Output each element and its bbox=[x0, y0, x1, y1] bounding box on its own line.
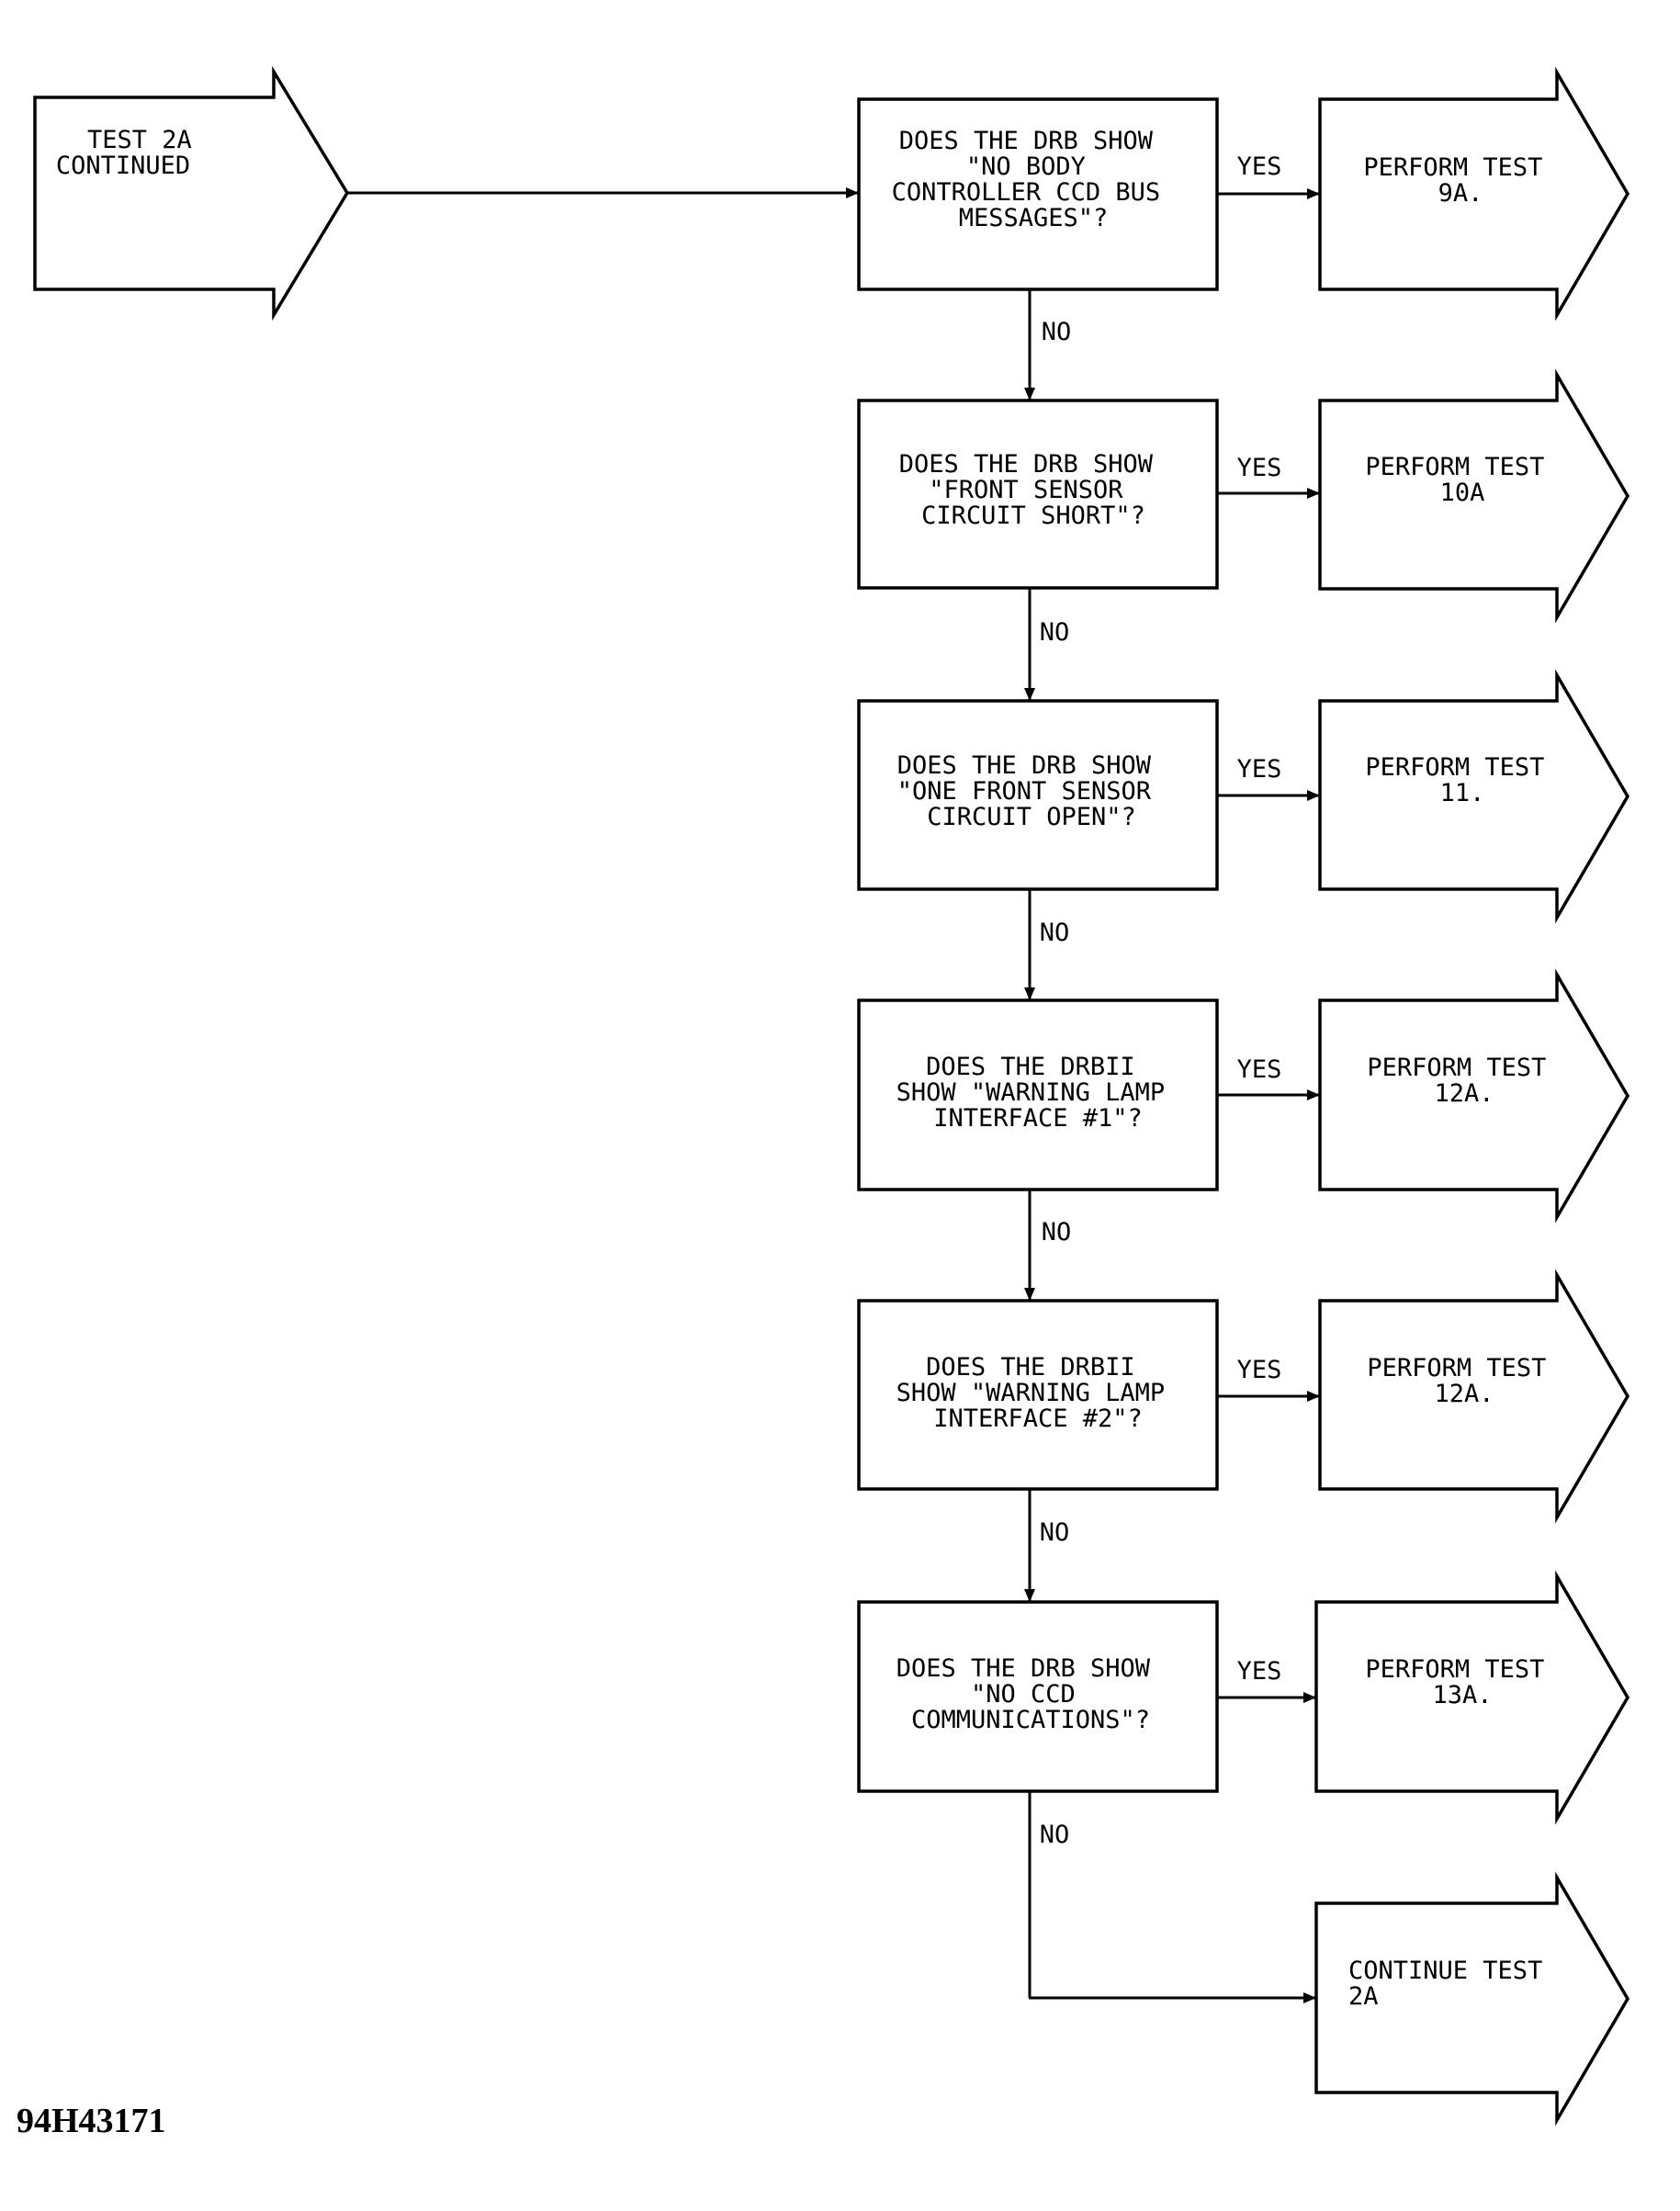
continue-arrow: CONTINUE TEST 2A bbox=[1314, 1871, 1630, 2126]
yes-label: YES bbox=[1237, 152, 1282, 181]
action-line: PERFORM TEST bbox=[1367, 1054, 1546, 1082]
action-arrow: PERFORM TEST 10A bbox=[1318, 368, 1630, 624]
no-arrowhead bbox=[1024, 987, 1035, 1000]
question-line: "ONE FRONT SENSOR bbox=[897, 777, 1152, 806]
no-label: NO bbox=[1040, 618, 1070, 647]
yes-arrowhead bbox=[1307, 188, 1320, 199]
yes-label: YES bbox=[1237, 454, 1282, 482]
question-line: DOES THE DRBII bbox=[926, 1353, 1135, 1382]
action-arrow: PERFORM TEST 12A. bbox=[1318, 1269, 1630, 1524]
yes-arrowhead bbox=[1307, 1391, 1320, 1402]
question-line: DOES THE DRB SHOW bbox=[899, 450, 1154, 479]
svg-text:DOES THE DRBII SHOW "WAR: DOES THE DRBII SHOW "WARNING LAMP INTERF… bbox=[896, 1053, 1180, 1133]
svg-text:DOES THE DRBII SHOW "WAR: DOES THE DRBII SHOW "WARNING LAMP INTERF… bbox=[896, 1353, 1180, 1433]
yes-arrowhead bbox=[1307, 488, 1320, 499]
svg-text:PERFORM TEST 13A.: PERFORM TEST 13A. bbox=[1365, 1655, 1559, 1709]
action-line: PERFORM TEST bbox=[1365, 453, 1544, 481]
no-arrowhead bbox=[1024, 388, 1035, 400]
action-arrow: PERFORM TEST 11. bbox=[1318, 669, 1630, 924]
start-line: TEST 2A bbox=[87, 126, 192, 154]
yes-arrowhead bbox=[1307, 1089, 1320, 1100]
svg-text:PERFORM TEST 12A.: PERFORM TEST 12A. bbox=[1367, 1354, 1561, 1408]
no-label: NO bbox=[1042, 1218, 1072, 1247]
no-arrowhead bbox=[1024, 1589, 1035, 1602]
action-line: 11. bbox=[1440, 779, 1485, 807]
svg-text:PERFORM TEST 9A.: PERFORM TEST 9A. bbox=[1363, 153, 1557, 208]
question-line: CONTROLLER CCD BUS bbox=[892, 178, 1161, 207]
yes-label: YES bbox=[1237, 1356, 1282, 1384]
decision-box bbox=[857, 97, 1219, 291]
question-line: DOES THE DRB SHOW bbox=[896, 1654, 1151, 1683]
action-line: 10A bbox=[1440, 479, 1485, 507]
svg-text:PERFORM TEST 12A.: PERFORM TEST 12A. bbox=[1367, 1054, 1561, 1108]
svg-text:DOES THE DRB SHOW "ONE F: DOES THE DRB SHOW "ONE FRONT SENSOR CIRC… bbox=[897, 751, 1167, 831]
no-label: NO bbox=[1042, 318, 1072, 346]
action-line: 12A. bbox=[1434, 1380, 1494, 1408]
decision-box bbox=[857, 1299, 1219, 1491]
yes-label: YES bbox=[1237, 1055, 1282, 1084]
action-arrow: PERFORM TEST 9A. bbox=[1318, 66, 1630, 321]
question-line: SHOW "WARNING LAMP bbox=[896, 1379, 1166, 1407]
svg-text:DOES THE DRB SHOW "FRONT: DOES THE DRB SHOW "FRONT SENSOR CIRCUIT … bbox=[899, 450, 1168, 530]
decision-box bbox=[857, 998, 1219, 1191]
decision-block-3: DOES THE DRB SHOW "ONE FRONT SENSOR CIRC… bbox=[857, 669, 1630, 1000]
decision-block-6: DOES THE DRB SHOW "NO CCD COMMUNICATIONS… bbox=[857, 1570, 1630, 1998]
yes-arrowhead bbox=[1303, 1692, 1316, 1703]
yes-label: YES bbox=[1237, 755, 1282, 784]
start-line: CONTINUED bbox=[56, 152, 190, 180]
action-line: 13A. bbox=[1432, 1681, 1492, 1709]
decision-block-1: DOES THE DRB SHOW "NO BODY CONTROLLER CC… bbox=[857, 66, 1630, 400]
svg-text:DOES THE DRB SHOW "NO BO: DOES THE DRB SHOW "NO BODY CONTROLLER CC… bbox=[892, 127, 1176, 232]
action-arrow: PERFORM TEST 13A. bbox=[1314, 1570, 1630, 1825]
question-line: DOES THE DRB SHOW bbox=[897, 751, 1152, 780]
question-line: INTERFACE #2"? bbox=[933, 1404, 1143, 1433]
question-line: SHOW "WARNING LAMP bbox=[896, 1078, 1166, 1107]
no-label: NO bbox=[1040, 1821, 1070, 1849]
svg-text:PERFORM TEST 11.: PERFORM TEST 11. bbox=[1365, 753, 1559, 807]
end-line: 2A bbox=[1348, 1982, 1379, 2011]
yes-label: YES bbox=[1237, 1657, 1282, 1686]
decision-block-2: DOES THE DRB SHOW "FRONT SENSOR CIRCUIT … bbox=[857, 368, 1630, 701]
decision-box bbox=[857, 699, 1219, 891]
question-line: DOES THE DRB SHOW bbox=[899, 127, 1154, 155]
no-arrowhead bbox=[1024, 688, 1035, 701]
svg-text:CONTINUE TEST 2A: CONTINUE TEST 2A bbox=[1348, 1957, 1558, 2011]
decision-box bbox=[857, 399, 1219, 590]
question-line: MESSAGES"? bbox=[959, 204, 1109, 232]
question-line: DOES THE DRBII bbox=[926, 1053, 1135, 1081]
figure-id: 94H43171 bbox=[17, 2102, 166, 2140]
action-line: PERFORM TEST bbox=[1363, 153, 1542, 182]
decision-block-5: DOES THE DRBII SHOW "WARNING LAMP INTERF… bbox=[857, 1269, 1630, 1602]
decision-block-4: DOES THE DRBII SHOW "WARNING LAMP INTERF… bbox=[857, 968, 1630, 1301]
action-line: 12A. bbox=[1434, 1079, 1494, 1108]
action-arrow: PERFORM TEST 12A. bbox=[1318, 968, 1630, 1224]
no-label: NO bbox=[1040, 919, 1070, 947]
end-line: CONTINUE TEST bbox=[1348, 1957, 1542, 1985]
decision-box bbox=[857, 1600, 1219, 1793]
start-arrow: TEST 2A CONTINUED bbox=[33, 65, 350, 321]
yes-arrowhead bbox=[1307, 790, 1320, 801]
no-label: NO bbox=[1040, 1518, 1070, 1547]
svg-text:PERFORM TEST 10A: PERFORM TEST 10A bbox=[1365, 453, 1559, 507]
question-line: CIRCUIT SHORT"? bbox=[921, 502, 1145, 530]
question-line: "NO BODY bbox=[966, 152, 1086, 181]
question-line: "NO CCD bbox=[971, 1680, 1076, 1709]
question-line: CIRCUIT OPEN"? bbox=[927, 803, 1136, 831]
question-line: COMMUNICATIONS"? bbox=[911, 1706, 1150, 1734]
action-line: PERFORM TEST bbox=[1367, 1354, 1546, 1382]
question-line: INTERFACE #1"? bbox=[933, 1104, 1143, 1133]
arrowhead-start bbox=[846, 187, 859, 198]
no-arrowhead bbox=[1024, 1288, 1035, 1301]
svg-text:DOES THE DRB SHOW "NO CC: DOES THE DRB SHOW "NO CCD COMMUNICATIONS… bbox=[896, 1654, 1166, 1734]
action-line: PERFORM TEST bbox=[1365, 1655, 1544, 1684]
svg-text:TEST 2A CONTINUED: TEST 2A CONTINUED bbox=[56, 126, 207, 180]
arrowhead-end bbox=[1303, 1992, 1316, 2003]
action-line: 9A. bbox=[1438, 179, 1483, 208]
action-line: PERFORM TEST bbox=[1365, 753, 1544, 782]
question-line: "FRONT SENSOR bbox=[929, 476, 1123, 504]
